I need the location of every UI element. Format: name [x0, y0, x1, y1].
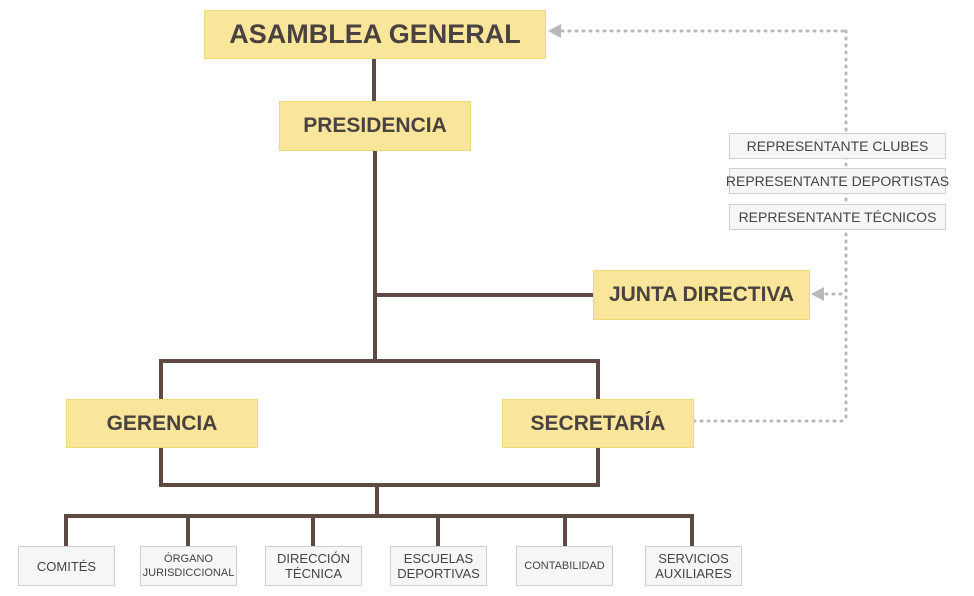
representante-tecnicos-label: REPRESENTANTE TÉCNICOS [738, 209, 937, 225]
leaf-comites-line1: COMITÉS [36, 558, 97, 574]
leaf-servicios-line2: AUXILIARES [655, 566, 732, 581]
node-asamblea-general-label: ASAMBLEA GENERAL [229, 19, 521, 49]
leaf-contabilidad-line1: CONTABILIDAD [524, 560, 605, 572]
node-presidencia-label: PRESIDENCIA [303, 114, 447, 137]
leaf-escuelas-line2: DEPORTIVAS [397, 566, 480, 581]
node-gerencia: GERENCIA [66, 399, 258, 448]
representante-tecnicos: REPRESENTANTE TÉCNICOS [729, 204, 946, 230]
node-presidencia: PRESIDENCIA [279, 101, 471, 151]
node-gerencia-label: GERENCIA [106, 411, 218, 435]
arrowhead-junta [811, 287, 824, 301]
leaf-organo-jurisdiccional: ÓRGANO JURISDICCIONAL [140, 546, 237, 586]
leaf-escuelas-line1: ESCUELAS [403, 551, 474, 566]
leaf-escuelas-deportivas: ESCUELAS DEPORTIVAS [390, 546, 487, 586]
leaf-direccion-line1: DIRECCIÓN [277, 551, 350, 566]
representante-deportistas: REPRESENTANTE DEPORTISTAS [725, 168, 950, 194]
node-junta-directiva: JUNTA DIRECTIVA [593, 270, 810, 320]
leaf-comites: COMITÉS [18, 546, 115, 586]
leaf-contabilidad: CONTABILIDAD [516, 546, 613, 586]
representante-clubes: REPRESENTANTE CLUBES [729, 133, 946, 159]
node-secretaria-label: SECRETARÍA [530, 411, 666, 435]
leaf-servicios-line1: SERVICIOS [658, 551, 729, 566]
leaf-servicios-auxiliares: SERVICIOS AUXILIARES [645, 546, 742, 586]
leaf-direccion-tecnica: DIRECCIÓN TÉCNICA [265, 546, 362, 586]
arrowhead-asamblea [548, 24, 561, 38]
node-secretaria: SECRETARÍA [502, 399, 694, 448]
leaf-organo-line2: JURISDICCIONAL [142, 567, 235, 579]
leaf-direccion-line2: TÉCNICA [284, 566, 343, 581]
representante-clubes-label: REPRESENTANTE CLUBES [746, 138, 929, 154]
node-junta-directiva-label: JUNTA DIRECTIVA [608, 283, 795, 306]
node-asamblea-general: ASAMBLEA GENERAL [204, 10, 546, 59]
representante-deportistas-label: REPRESENTANTE DEPORTISTAS [725, 173, 950, 189]
leaf-organo-line1: ÓRGANO [164, 553, 213, 565]
